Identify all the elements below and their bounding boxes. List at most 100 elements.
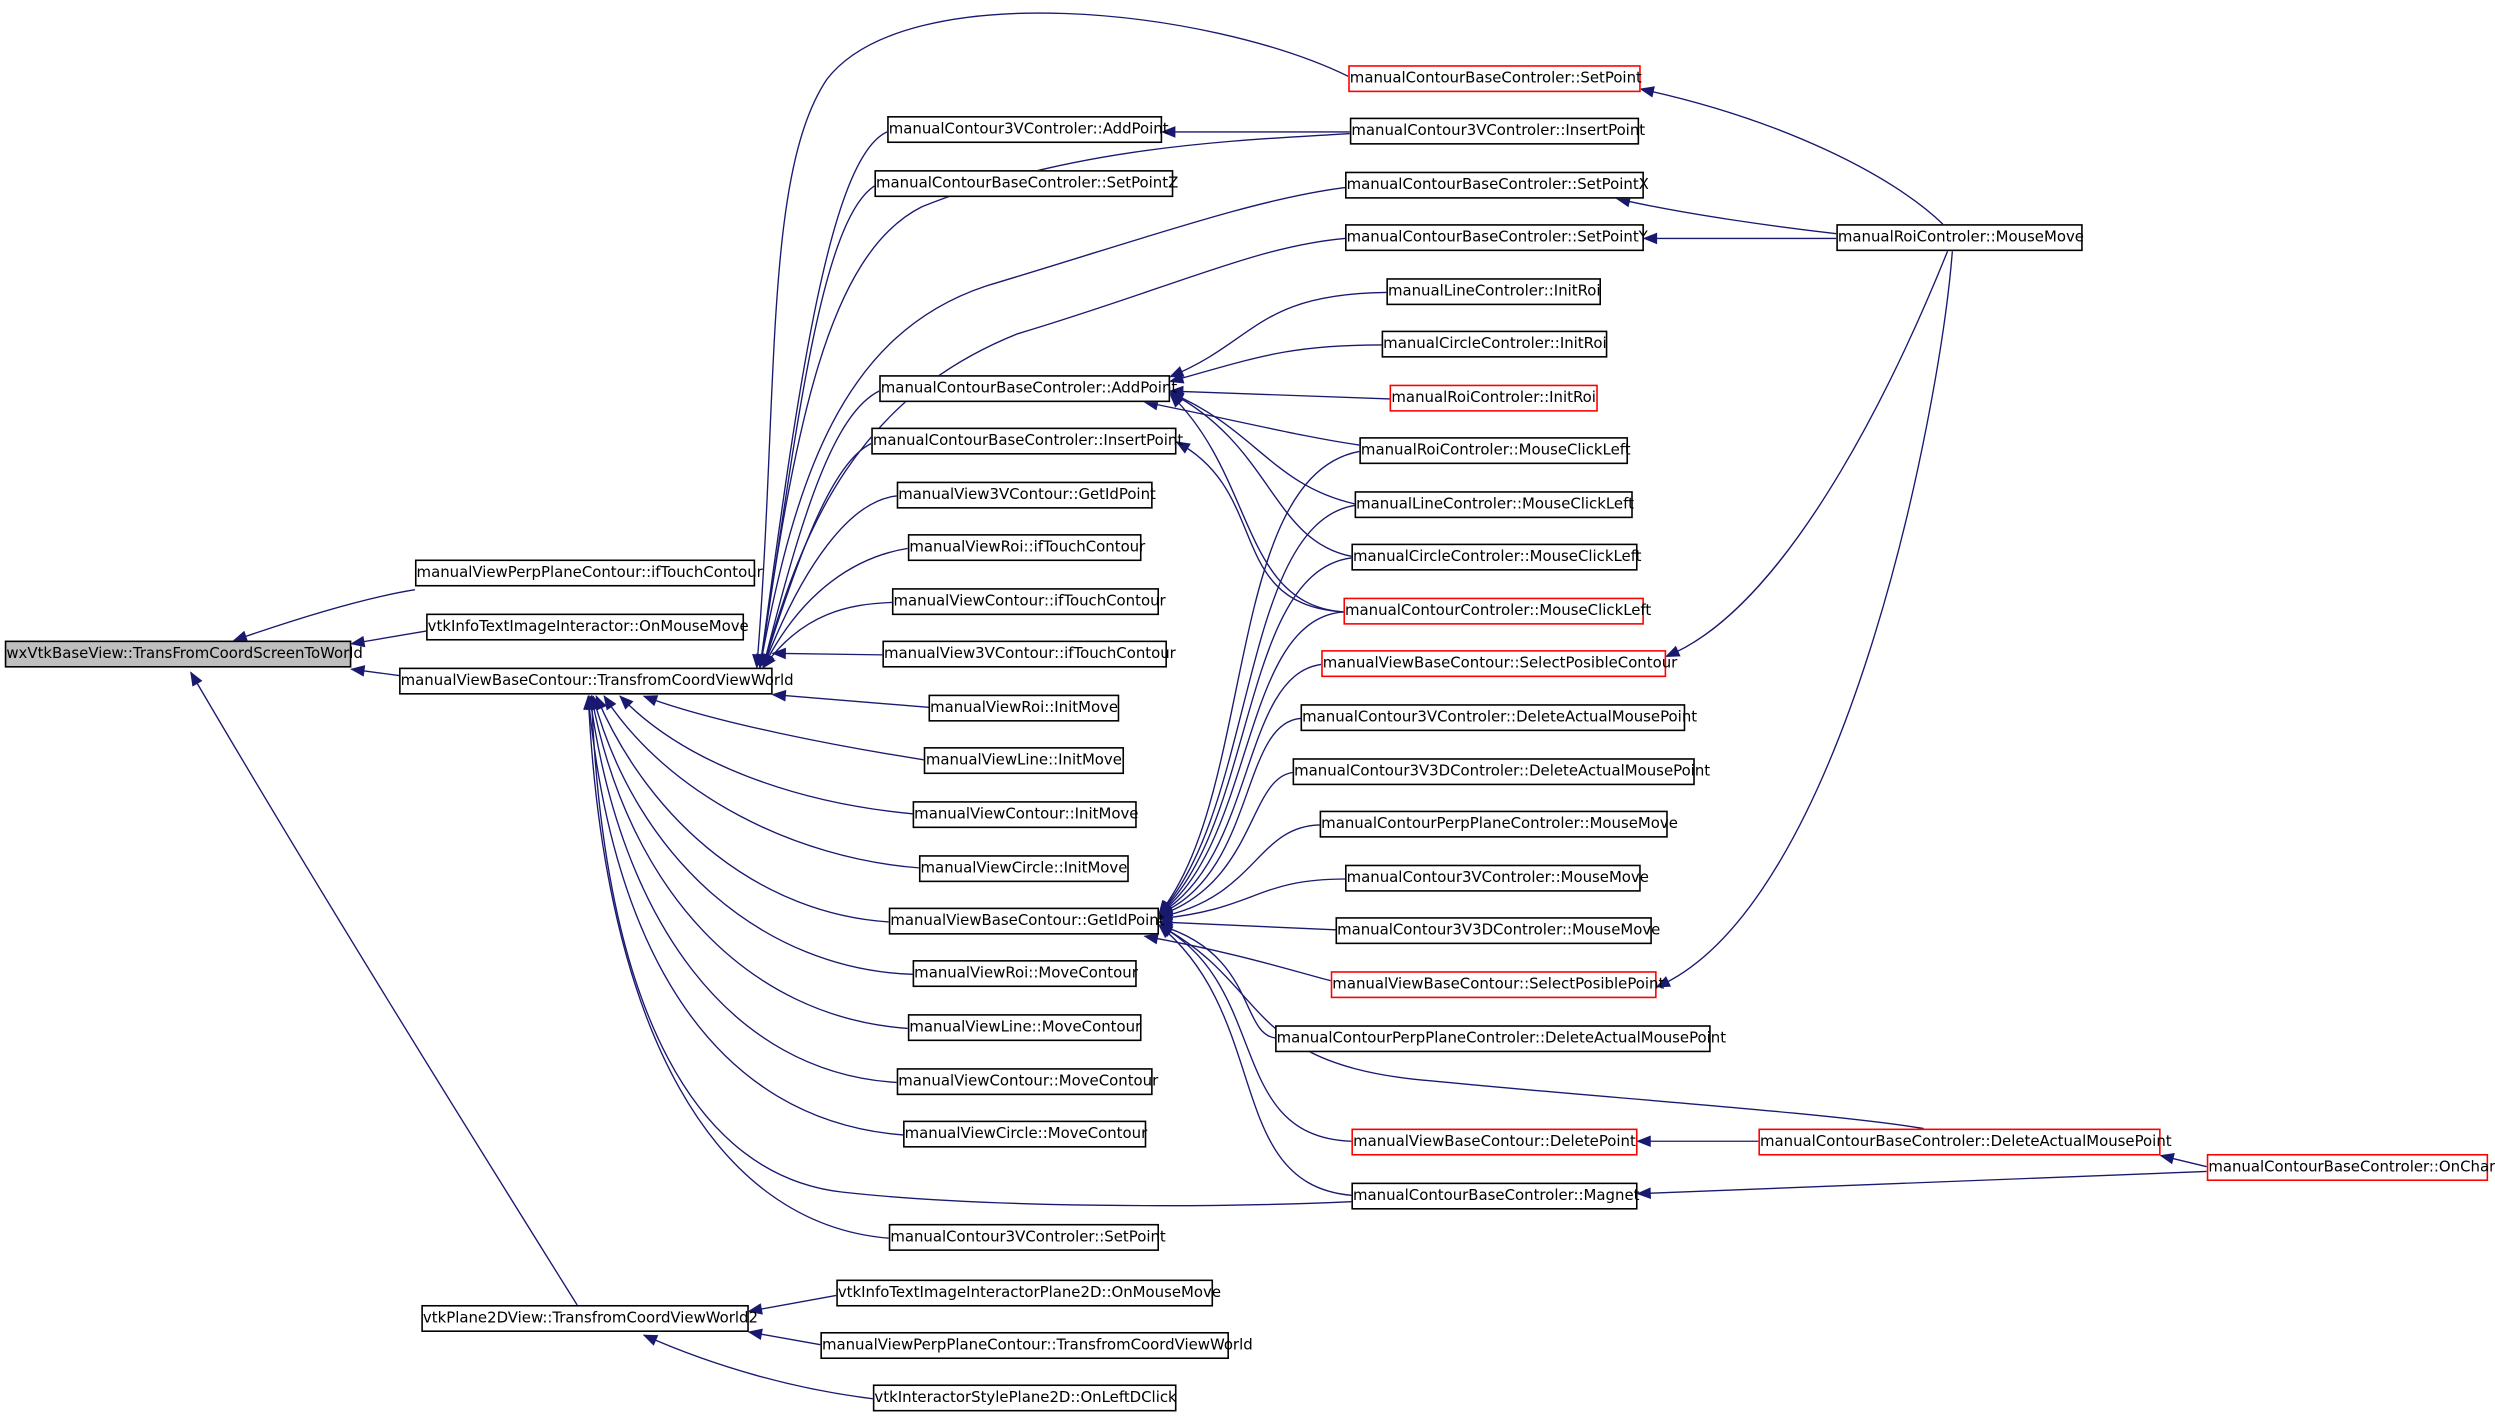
edge-tcvw-cbc_setpointy: [762, 237, 1346, 668]
node-manualviewbasecontour-transfromcoordviewworld[interactable]: manualViewBaseContour::TransfromCoordVie…: [399, 667, 794, 695]
node-manualviewbasecontour-selectposiblecontour[interactable]: manualViewBaseContour::SelectPosibleCont…: [1321, 650, 1677, 678]
edge-tcvw-vroi_initmove: [772, 693, 929, 708]
edge-vbc_getid-c3v3d_mousemove: [1158, 921, 1336, 931]
edge-vbc_getid-circ_click: [1158, 557, 1352, 915]
node-manualroicontroler-initroi[interactable]: manualRoiControler::InitRoi: [1389, 384, 1598, 412]
node-wxvtkbaseview-transfromcoordscreentoworld[interactable]: wxVtkBaseView::TransFromCoordScreenToWor…: [4, 640, 363, 668]
arrowhead-c3v_addpoint-c3v_insertpoint: [1160, 126, 1176, 138]
edge-cbc_addpoint-line_click: [1169, 391, 1355, 505]
node-manualroicontroler-mouseclickleft[interactable]: manualRoiControler::MouseClickLeft: [1359, 437, 1631, 465]
edge-vbc_getid-c3v_mousemove: [1158, 878, 1346, 920]
node-manualviewcontour-initmove[interactable]: manualViewContour::InitMove: [912, 801, 1138, 829]
node-manualcontour3v3dcontroler-mousemove[interactable]: manualContour3V3DControler::MouseMove: [1335, 917, 1660, 945]
node-vtkplane2dview-transfromcoordviewworld2[interactable]: vtkPlane2DView::TransfromCoordViewWorld2: [421, 1304, 758, 1332]
node-manualviewline-initmove[interactable]: manualViewLine::InitMove: [923, 747, 1125, 775]
edge-tcvw-cbc_magnet: [590, 696, 1352, 1207]
edge-vbc_getid-vbc_delpoint: [1158, 924, 1352, 1142]
node-manualcontourbasecontroler-addpoint[interactable]: manualContourBaseControler::AddPoint: [879, 375, 1177, 403]
node-manualcontourbasecontroler-onchar[interactable]: manualContourBaseControler::OnChar: [2206, 1153, 2495, 1181]
edge-tcvw-c3v_insertpoint: [759, 132, 1350, 668]
edge-vbc_getid-roi_click: [1158, 450, 1360, 915]
arrowhead-tcvw-cbc_magnet: [586, 694, 598, 710]
node-manualviewbasecontour-deletepoint[interactable]: manualViewBaseContour::DeletePoint: [1351, 1128, 1638, 1156]
arrowhead-tcvw-v3v_touch: [771, 647, 786, 660]
edge-cbc_addpoint-roi_initroi: [1170, 390, 1390, 400]
edge-tcvw-c3v_addpoint: [759, 131, 888, 668]
node-manualcontourbasecontroler-deleteactualmousepoint[interactable]: manualContourBaseControler::DeleteActual…: [1758, 1128, 2172, 1156]
arrowhead-cbc_addpoint-cont_click: [1169, 393, 1184, 408]
node-manualcontourbasecontroler-setpointz[interactable]: manualContourBaseControler::SetPointZ: [874, 170, 1178, 198]
node-vtkinteractorstyleplane2d-onleftdclick[interactable]: vtkInteractorStylePlane2D::OnLeftDClick: [872, 1384, 1177, 1412]
node-manualviewroi-movecontour[interactable]: manualViewRoi::MoveContour: [912, 960, 1138, 988]
node-manualcirclecontroler-mouseclickleft[interactable]: manualCircleControler::MouseClickLeft: [1351, 543, 1642, 571]
node-manualviewroi-initmove[interactable]: manualViewRoi::InitMove: [928, 694, 1120, 722]
node-manualviewcontour-iftouchcontour[interactable]: manualViewContour::ifTouchContour: [891, 588, 1166, 616]
arrowhead-cbc_setpointy-roi_mousemove: [1642, 232, 1658, 245]
edge-vbc_selcont-roi_mousemove: [1665, 250, 1949, 658]
arrowhead-cbc_insertpoint-cont_click: [1175, 441, 1191, 454]
node-manualview3vcontour-iftouchcontour[interactable]: manualView3VContour::ifTouchContour: [882, 640, 1176, 668]
edge-tcvw-cbc_setpointx: [759, 186, 1346, 668]
node-manualcontourbasecontroler-insertpoint[interactable]: manualContourBaseControler::InsertPoint: [871, 427, 1183, 455]
node-manualcontourperpplanecontroler-mousemove[interactable]: manualContourPerpPlaneControler::MouseMo…: [1319, 810, 1678, 838]
node-manualcontour3v3dcontroler-deleteactualmousepoint[interactable]: manualContour3V3DControler::DeleteActual…: [1292, 758, 1710, 786]
edge-tcvw2-vtkinfo2d_move: [748, 1294, 837, 1312]
edge-vbc_getid-c3v3d_delmouse: [1158, 771, 1293, 917]
arrowhead-vbc_delpoint-cbc_delmouse: [1636, 1135, 1651, 1148]
node-manualcontourperpplanecontroler-deleteactualmousepoint[interactable]: manualContourPerpPlaneControler::DeleteA…: [1275, 1025, 1726, 1053]
node-manualcontour3vcontroler-addpoint[interactable]: manualContour3VControler::AddPoint: [887, 116, 1169, 144]
edge-tcvw-vcirc_initmove: [603, 695, 919, 869]
node-manualroicontroler-mousemove[interactable]: manualRoiControler::MouseMove: [1836, 224, 2084, 252]
edge-tcvw-cbc_setpoint: [756, 12, 1349, 668]
node-vtkinfotextimageinteractorplane2d-onmousemove[interactable]: vtkInfoTextImageInteractorPlane2D::OnMou…: [836, 1279, 1221, 1307]
node-manualcontour3vcontroler-setpoint[interactable]: manualContour3VControler::SetPoint: [888, 1223, 1166, 1251]
arrowhead-tcvw2-ppc_tcvw: [747, 1328, 763, 1341]
node-manualcontourbasecontroler-setpointy[interactable]: manualContourBaseControler::SetPointY: [1345, 224, 1648, 252]
edge-vbc_selpoint-roi_mousemove: [1656, 251, 1954, 988]
node-manualcontour3vcontroler-insertpoint[interactable]: manualContour3VControler::InsertPoint: [1349, 117, 1645, 145]
node-manualviewperpplanecontour-transfromcoordviewworld[interactable]: manualViewPerpPlaneContour::TransfromCoo…: [820, 1331, 1253, 1360]
node-manualcontourbasecontroler-setpoint[interactable]: manualContourBaseControler::SetPoint: [1348, 65, 1642, 93]
arrowhead-vbc_getid-vbc_selpoint: [1143, 932, 1159, 945]
arrowhead-cbc_magnet-cbc_onchar: [1636, 1187, 1651, 1199]
arrowhead-tcvw-vroi_initmove: [771, 689, 787, 702]
node-manualcontourbasecontroler-setpointx[interactable]: manualContourBaseControler::SetPointX: [1345, 171, 1649, 199]
arrowhead-tcvw-cbc_setpointy: [761, 653, 773, 669]
arrowhead-root-tcvw: [350, 665, 366, 677]
node-manualviewroi-iftouchcontour[interactable]: manualViewRoi::ifTouchContour: [907, 534, 1145, 562]
edge-cbc_addpoint-roi_click: [1144, 401, 1360, 446]
arrowhead-vbc_selpoint-roi_mousemove: [1655, 976, 1672, 988]
node-manualviewbasecontour-getidpoint[interactable]: manualViewBaseContour::GetIdPoint: [888, 907, 1165, 935]
node-manualviewcontour-movecontour[interactable]: manualViewContour::MoveContour: [896, 1068, 1158, 1096]
node-manuallinecontroler-initroi[interactable]: manualLineControler::InitRoi: [1386, 278, 1601, 306]
arrowhead-root-vtkinfo_move: [350, 635, 366, 648]
node-manualcontourbasecontroler-magnet[interactable]: manualContourBaseControler::Magnet: [1351, 1182, 1639, 1210]
edge-tcvw-vroi_touch: [762, 547, 908, 668]
edge-vbc_getid-cppc_delmouse: [1158, 924, 1276, 1039]
node-manualviewcircle-initmove[interactable]: manualViewCircle::InitMove: [918, 855, 1129, 883]
node-manualviewline-movecontour[interactable]: manualViewLine::MoveContour: [907, 1014, 1142, 1042]
node-manualviewperpplanecontour-iftouchcontour[interactable]: manualViewPerpPlaneContour::ifTouchConto…: [414, 559, 763, 587]
node-manualcontourcontroler-mouseclickleft[interactable]: manualContourControler::MouseClickLeft: [1343, 597, 1651, 625]
node-manualcirclecontroler-initroi[interactable]: manualCircleControler::InitRoi: [1381, 330, 1608, 358]
edge-cbc_addpoint-line_initroi: [1169, 291, 1387, 378]
edge-tcvw-cbc_setpointz: [759, 185, 875, 668]
edge-vbc_getid-cppc_mousemove: [1158, 824, 1320, 918]
edge-cbc_setpointx-roi_mousemove: [1616, 198, 1837, 235]
edge-tcvw-vline_movecont: [590, 696, 908, 1030]
edge-tcvw-c3v_setpoint: [587, 696, 889, 1239]
edge-vbc_getid-cbc_delmouse: [1158, 924, 1924, 1130]
node-manualviewbasecontour-selectposiblepoint[interactable]: manualViewBaseContour::SelectPosiblePoin…: [1330, 971, 1664, 999]
edge-tcvw-v3v_touch: [772, 652, 883, 656]
node-vtkinfotextimageinteractor-onmousemove[interactable]: vtkInfoTextImageInteractor::OnMouseMove: [426, 613, 749, 641]
node-manualview3vcontour-getidpoint[interactable]: manualView3VContour::GetIdPoint: [896, 481, 1156, 509]
arrowhead-vbc_selcont-roi_mousemove: [1665, 645, 1681, 657]
edge-tcvw-vcont_initmove: [619, 695, 913, 815]
node-manualcontour3vcontroler-mousemove[interactable]: manualContour3VControler::MouseMove: [1345, 864, 1649, 892]
node-manuallinecontroler-mouseclickleft[interactable]: manualLineControler::MouseClickLeft: [1354, 491, 1634, 519]
edge-cbc_addpoint-cont_click: [1169, 393, 1344, 613]
node-manualviewcircle-movecontour[interactable]: manualViewCircle::MoveContour: [903, 1120, 1147, 1148]
arrowhead-cbc_setpoint-roi_mousemove: [1639, 86, 1655, 98]
node-manualcontour3vcontroler-deleteactualmousepoint[interactable]: manualContour3VControler::DeleteActualMo…: [1300, 704, 1697, 732]
